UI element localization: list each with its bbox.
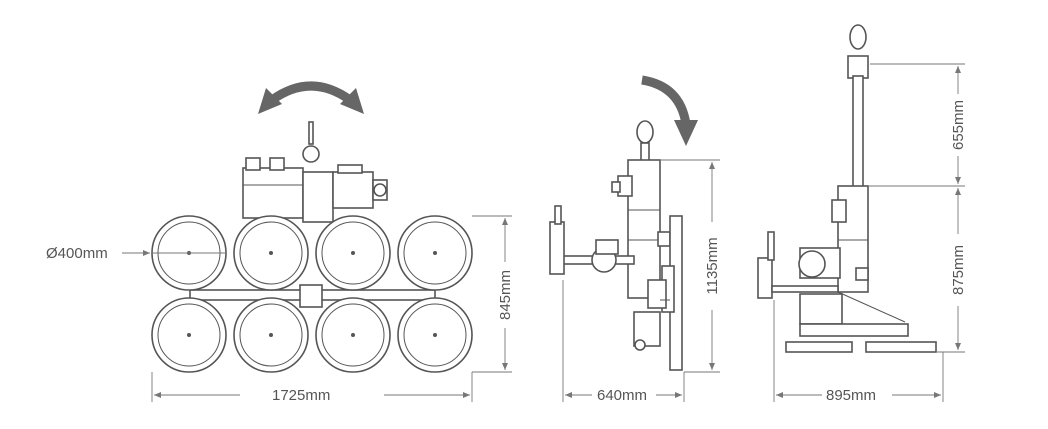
suction-pad [315, 215, 391, 291]
front-suction-pads [151, 215, 473, 373]
tilt-arrow-icon [641, 75, 698, 146]
side-arm [549, 205, 635, 275]
rear-upper-height-label: 655mm [950, 100, 967, 150]
front-height-label: 845mm [497, 270, 514, 320]
pad-diameter-label: Ø400mm [46, 245, 108, 262]
suction-pad [397, 297, 473, 373]
side-pad-plate [647, 215, 683, 371]
suction-pad [233, 297, 309, 373]
side-column [611, 159, 671, 299]
front-view: Ø400mm 1725mm 845mm [46, 81, 514, 404]
front-width-dimension: 1725mm [151, 372, 473, 404]
side-view: 640mm 1135mm [549, 75, 721, 404]
side-lower-unit [633, 299, 670, 351]
pad-diameter-dimension: Ø400mm [46, 245, 226, 262]
side-width-label: 640mm [597, 387, 647, 404]
rear-lifting-eye-icon [847, 24, 869, 79]
side-width-dimension: 640mm [562, 280, 685, 404]
suction-pad [315, 297, 391, 373]
rotate-arrow-icon [258, 81, 364, 114]
front-frame [189, 284, 436, 308]
side-height-label: 1135mm [704, 237, 721, 294]
front-body [242, 157, 388, 223]
rear-column [831, 75, 869, 293]
rear-lower-height-dimension: 875mm [936, 188, 967, 353]
front-width-label: 1725mm [272, 387, 330, 404]
rear-view: 895mm 655mm 875mm [757, 24, 967, 404]
rear-lower-frame [785, 291, 937, 353]
side-height-dimension: 1135mm [660, 159, 721, 373]
rear-width-label: 895mm [826, 387, 876, 404]
suction-pad [151, 297, 227, 373]
suction-pad [397, 215, 473, 291]
front-lifting-eye-icon [302, 121, 320, 163]
suction-pad [233, 215, 309, 291]
rear-lower-height-label: 875mm [950, 245, 967, 295]
rear-upper-height-dimension: 655mm [868, 63, 967, 187]
side-lifting-eye-icon [636, 120, 654, 162]
rear-width-dimension: 895mm [773, 300, 944, 404]
front-height-dimension: 845mm [472, 215, 514, 373]
rear-motor [757, 231, 841, 299]
